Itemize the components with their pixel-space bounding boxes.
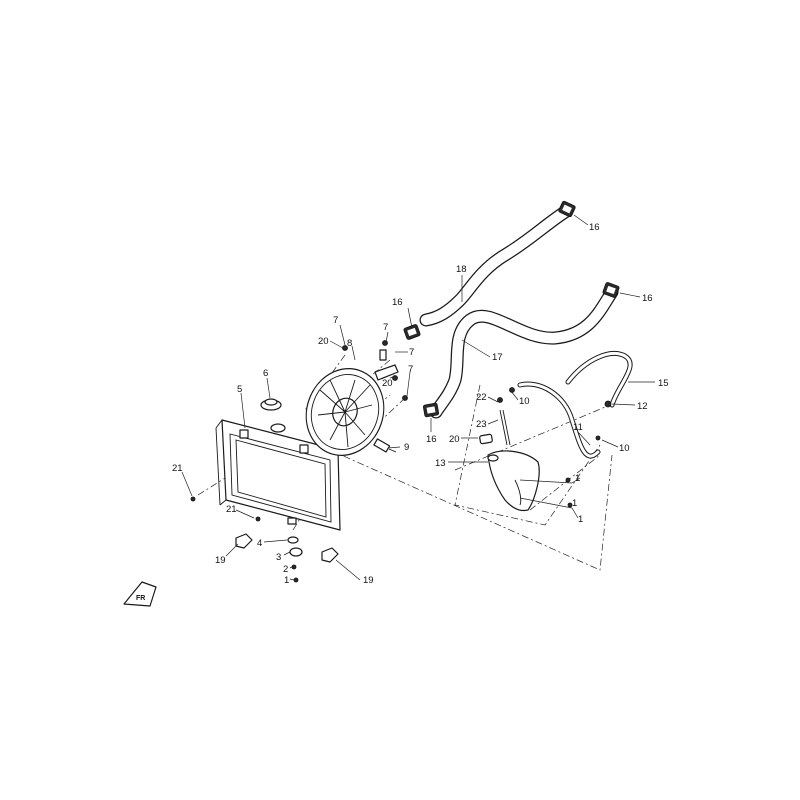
callout-23: 23 [476, 419, 487, 430]
callout-2: 2 [283, 564, 288, 575]
callout-9: 9 [404, 442, 409, 453]
callout-18: 18 [456, 264, 467, 275]
coolant-reservoir [487, 450, 540, 512]
callout-3: 3 [276, 552, 281, 563]
callout-labels: 16 16 16 16 18 17 15 12 11 10 10 22 23 2… [172, 222, 669, 586]
leader-lines [181, 214, 655, 581]
hose-clamp-right [602, 282, 620, 298]
callout-16-top: 16 [589, 222, 600, 233]
overflow-tube [565, 351, 633, 408]
callout-15: 15 [658, 378, 669, 389]
lower-radiator-hose [429, 285, 619, 419]
hose-clamp-mid [403, 324, 421, 340]
callout-7-b: 7 [383, 322, 388, 333]
callout-7-d: 7 [408, 364, 413, 375]
callout-5: 5 [237, 384, 242, 395]
front-tag-label: FR [136, 595, 145, 602]
callout-1-reservoir-b: 1 [578, 514, 583, 525]
front-direction-tag: FR [123, 581, 157, 607]
breather-tube [517, 381, 601, 459]
callout-19-right: 19 [363, 575, 374, 586]
reservoir-bracket-rod [499, 409, 511, 446]
callout-21-left: 21 [172, 463, 183, 474]
rubber-mounts [235, 533, 339, 563]
callout-4: 4 [257, 538, 262, 549]
callout-20-fan-right: 20 [382, 378, 393, 389]
callout-13: 13 [435, 458, 446, 469]
callout-1-drain: 1 [284, 575, 289, 586]
radiator-cap [260, 398, 286, 433]
radiator [215, 419, 341, 531]
hose-clamp-top [558, 200, 576, 218]
callout-22: 22 [476, 392, 487, 403]
temperature-sensor [373, 438, 397, 453]
callout-1-reservoir-c: 1 [572, 498, 577, 509]
callout-19-left: 19 [215, 555, 226, 566]
callout-17: 17 [492, 352, 503, 363]
drain-plug-parts [287, 536, 303, 557]
callout-12: 12 [637, 401, 648, 412]
callout-10-left: 10 [519, 396, 530, 407]
callout-7-c: 7 [409, 347, 414, 358]
callout-16-right: 16 [642, 293, 653, 304]
callout-6: 6 [263, 368, 268, 379]
upper-radiator-hose [419, 205, 572, 327]
callout-16-mid: 16 [392, 297, 403, 308]
callout-11: 11 [573, 422, 583, 433]
callout-20-fan-left: 20 [318, 336, 329, 347]
cooling-fan [305, 349, 399, 456]
callout-21-bottom: 21 [226, 504, 237, 515]
hose-clamp-low [422, 402, 440, 418]
callout-16-low: 16 [426, 434, 437, 445]
callout-20-reservoir: 20 [449, 434, 460, 445]
callout-8: 8 [347, 338, 352, 349]
reservoir-cap [479, 433, 493, 445]
callout-10-right: 10 [619, 443, 630, 454]
callout-7-a: 7 [333, 315, 338, 326]
callout-1-reservoir-a: 1 [575, 473, 580, 484]
